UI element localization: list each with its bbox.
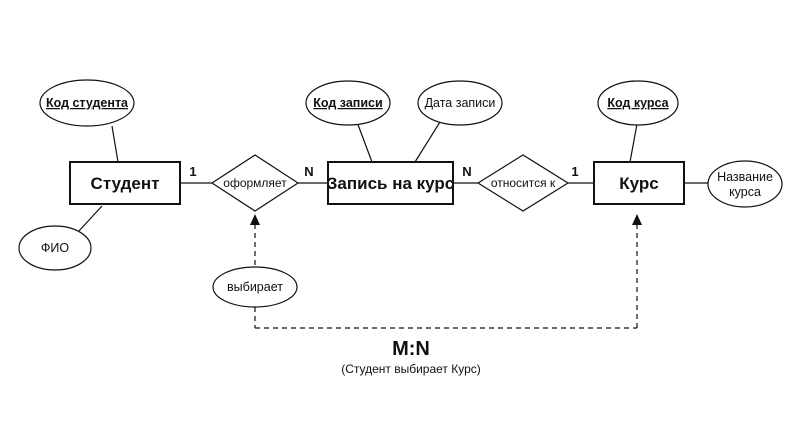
line-student-id bbox=[111, 125, 119, 163]
cardinality-enrollment-left: N bbox=[304, 164, 313, 179]
line-enrollment-id bbox=[356, 121, 373, 163]
mn-dashed-path bbox=[254, 222, 638, 329]
attribute-student-name-label: ФИО bbox=[41, 241, 69, 255]
entity-enrollment bbox=[327, 161, 454, 205]
attribute-enrollment-date bbox=[417, 80, 503, 126]
attribute-student-name bbox=[18, 225, 92, 271]
cardinality-enrollment-right: N bbox=[462, 164, 471, 179]
attribute-course-name-label-line2: курса bbox=[729, 185, 761, 199]
relationship-chooses-label: выбирает bbox=[227, 280, 283, 294]
attribute-course-name-label-line1: Название bbox=[717, 170, 773, 184]
attribute-enrollment-id bbox=[305, 80, 391, 126]
arrowhead-course bbox=[632, 214, 642, 225]
attribute-student-id-label: Код студента bbox=[46, 96, 129, 110]
connector-lines bbox=[77, 121, 708, 233]
relationship-makes bbox=[210, 154, 300, 212]
relationship-chooses bbox=[212, 266, 298, 308]
attribute-student-id bbox=[39, 79, 135, 127]
mn-label: M:N bbox=[392, 338, 430, 360]
line-course-id bbox=[629, 123, 638, 163]
entity-student bbox=[69, 161, 181, 205]
line-enrollment-date bbox=[414, 121, 441, 163]
attribute-course-id-label: Код курса bbox=[607, 96, 669, 110]
cardinality-course: 1 bbox=[571, 164, 578, 179]
entity-student-label: Студент bbox=[91, 174, 160, 193]
relationship-belongs-to-label: относится к bbox=[491, 176, 556, 190]
line-student-name bbox=[77, 205, 103, 233]
attribute-enrollment-id-label: Код записи bbox=[313, 96, 382, 110]
arrowhead-makes bbox=[250, 214, 260, 225]
attribute-course-name bbox=[707, 160, 783, 208]
cardinality-student: 1 bbox=[189, 164, 196, 179]
relationship-belongs-to bbox=[476, 154, 570, 212]
mn-note: (Студент выбирает Курс) bbox=[341, 362, 481, 376]
entity-course-label: Курс bbox=[619, 174, 658, 193]
entity-course bbox=[593, 161, 685, 205]
attribute-enrollment-date-label: Дата записи bbox=[425, 96, 496, 110]
relationship-makes-label: оформляет bbox=[223, 176, 287, 190]
entity-enrollment-label: Запись на курс bbox=[327, 174, 454, 193]
attribute-course-id bbox=[597, 80, 679, 126]
